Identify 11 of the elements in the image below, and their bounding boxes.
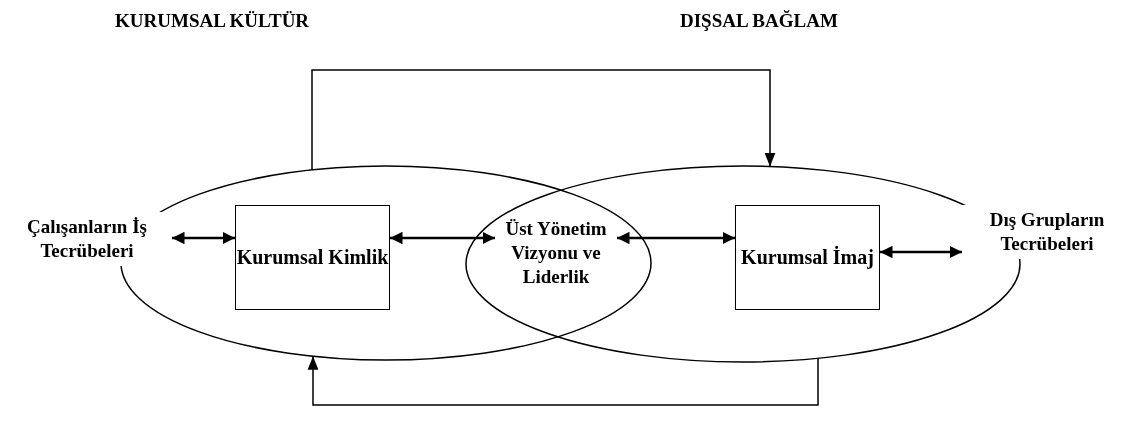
double-arrow bbox=[390, 231, 495, 245]
section-heading: DIŞSAL BAĞLAM bbox=[680, 10, 838, 32]
double-arrow bbox=[617, 231, 735, 245]
section-heading: KURUMSAL KÜLTÜR bbox=[115, 10, 310, 32]
arrow bbox=[311, 69, 776, 171]
process-box: Kurumsal İmaj bbox=[735, 205, 880, 310]
process-box: Kurumsal Kimlik bbox=[235, 205, 390, 310]
text-label: Üst Yönetim Vizyonu ve Liderlik bbox=[495, 205, 617, 301]
double-arrow bbox=[172, 231, 235, 245]
arrow bbox=[307, 355, 819, 406]
double-arrow bbox=[880, 245, 962, 259]
